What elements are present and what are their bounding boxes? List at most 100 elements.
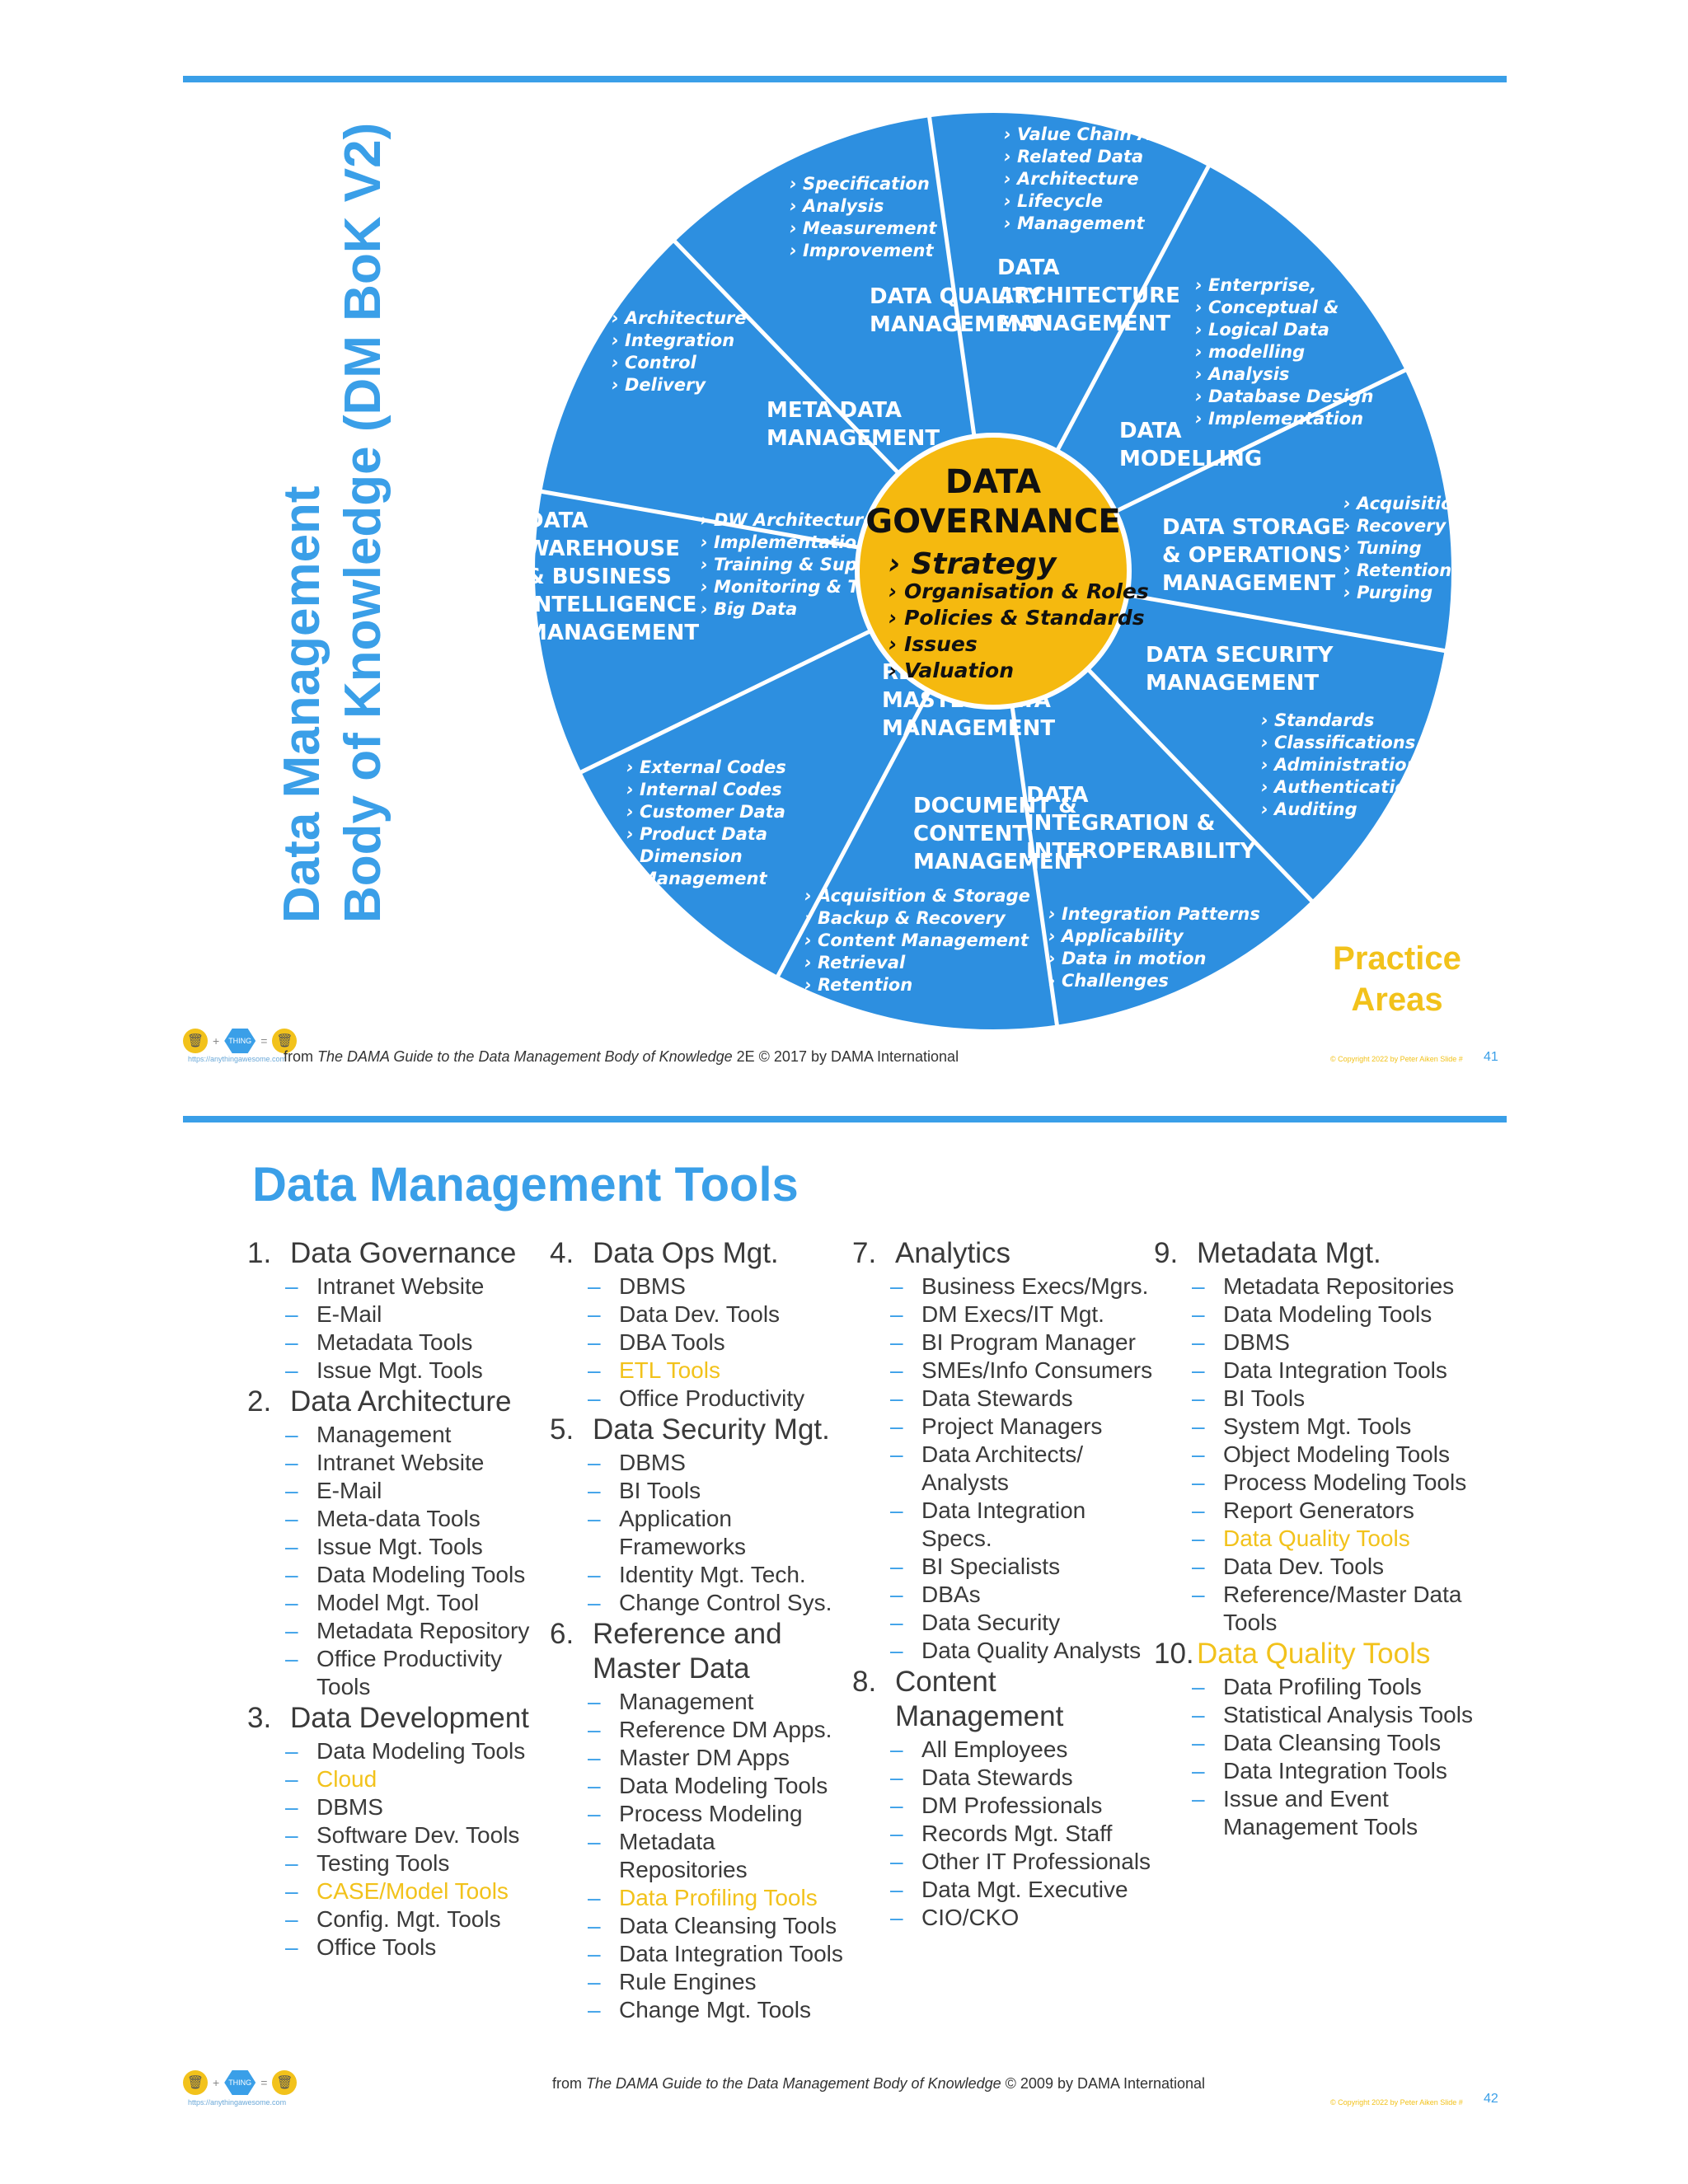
tool-category-number: 5. [550,1413,574,1446]
tool-item-text: Testing Tools [316,1850,450,1876]
dash-bullet-icon: – [588,1301,601,1327]
dash-bullet-icon: – [285,1590,298,1615]
dash-bullet-icon: – [890,1736,903,1762]
tool-item-text: Data Modeling Tools [316,1562,526,1587]
governance-circle [855,433,1132,710]
tool-category: 1.Data Governance–Intranet Website–E-Mai… [247,1236,544,1385]
tool-list-item: –Reference/Master Data Tools [1192,1581,1500,1637]
tool-list-item: –DBMS [588,1449,846,1477]
segment-title-line: DATA [526,509,588,533]
tool-category-heading: 2.Data Architecture [247,1385,544,1419]
tool-list-item: –DBA Tools [588,1329,846,1357]
tool-item-text: Data Modeling Tools [619,1773,828,1798]
tool-item-text: E-Mail [316,1301,382,1327]
tool-list-item: –BI Tools [1192,1385,1500,1413]
governance-item: › Policies & Standards [889,606,1145,630]
segment-item: › Control [612,353,697,373]
tool-category-heading: 7.Analytics [852,1236,1154,1271]
slide1-title-line2: Body of Knowledge (DM BoK V2) [335,122,392,923]
tool-item-text: Business Execs/Mgrs. [921,1273,1149,1299]
tool-list-item: –BI Tools [588,1477,846,1505]
tool-category-name: Data Architecture [290,1385,512,1418]
dash-bullet-icon: – [588,1689,601,1714]
tool-list-item: –DBMS [588,1272,846,1301]
tools-column-2: 4.Data Ops Mgt.–DBMS–Data Dev. Tools–DBA… [550,1236,846,2024]
dash-bullet-icon: – [285,1794,298,1820]
segment-item: › Retention [804,975,912,995]
dash-bullet-icon: – [1192,1554,1205,1579]
tool-list-item: –Data Quality Analysts [890,1637,1154,1665]
tool-item-text: Data Quality Analysts [921,1638,1142,1663]
tool-item-text: Data Modeling Tools [1223,1301,1432,1327]
wheel-spoke [1127,593,1448,654]
credit-title: The DAMA Guide to the Data Management Bo… [586,2075,1001,2092]
dash-bullet-icon: – [285,1478,298,1503]
tool-list-item: –Data Mgt. Executive [890,1876,1154,1904]
tool-item-text: Software Dev. Tools [316,1822,520,1848]
dash-bullet-icon: – [1192,1413,1205,1439]
tool-item-text: Rule Engines [619,1969,757,1994]
tool-item-text: Object Modeling Tools [1223,1441,1450,1467]
tool-item-text: Data Quality Tools [1223,1526,1410,1551]
wheel-spoke [774,690,931,980]
tool-list-item: –All Employees [890,1736,1154,1764]
tool-item-text: Issue and Event Management Tools [1223,1786,1418,1840]
dash-bullet-icon: – [588,1357,601,1383]
slide2-title: Data Management Tools [252,1158,799,1212]
tool-list-item: –Data Architects/ Analysts [890,1441,1154,1497]
dash-bullet-icon: – [1192,1497,1205,1523]
tool-item-text: Application Frameworks [619,1506,747,1559]
tool-list-item: –Issue Mgt. Tools [285,1357,544,1385]
dash-bullet-icon: – [1192,1357,1205,1383]
hex-logo-icon: THING [224,1029,256,1053]
segment-title-line: DATA STORAGE [1162,515,1345,540]
segment-title-line: DATA [1026,783,1089,808]
tool-item-text: Data Cleansing Tools [1223,1730,1442,1755]
dash-bullet-icon: – [1192,1674,1205,1699]
dash-bullet-icon: – [890,1793,903,1818]
tool-list-item: –Metadata Repositories [588,1828,846,1884]
dash-bullet-icon: – [890,1554,903,1579]
slide1-logo-url: https://anythingawesome.com [188,1055,287,1063]
tool-list-item: –Testing Tools [285,1849,544,1877]
tool-item-text: Data Security [921,1610,1061,1635]
tool-item-text: Issue Mgt. Tools [316,1357,483,1383]
tool-category-name: Data Quality Tools [1197,1638,1431,1670]
segment-item: › Data in motion [1048,949,1206,968]
segment-title-line: META DATA [767,398,902,423]
tools-column-3: 7.Analytics–Business Execs/Mgrs.–DM Exec… [852,1236,1154,1932]
tool-item-text: Data Integration Tools [1223,1758,1447,1783]
tool-list-item: –Issue and Event Management Tools [1192,1785,1500,1841]
tool-item-text: Data Integration Tools [619,1941,843,1966]
dash-bullet-icon: – [285,1618,298,1643]
segment-item: › Improvement [790,241,934,260]
dash-bullet-icon: – [588,1773,601,1798]
tool-category-number: 3. [247,1702,272,1734]
segment-item: › Enterprise, [1195,275,1316,295]
tool-list-item: –SMEs/Info Consumers [890,1357,1154,1385]
dash-bullet-icon: – [285,1906,298,1932]
tool-item-text: BI Tools [1223,1385,1306,1411]
slide1-vertical-title: Data Management Body of Knowledge (DM Bo… [272,123,394,923]
tool-category-heading: 4.Data Ops Mgt. [550,1236,846,1271]
tool-list-item: –Records Mgt. Staff [890,1820,1154,1848]
tool-item-text: Process Modeling Tools [1223,1469,1467,1495]
tool-item-text: Reference DM Apps. [619,1717,832,1742]
governance-item: › Organisation & Roles [889,579,1149,603]
tool-item-text: Master DM Apps [619,1745,790,1770]
segment-title-line: & BUSINESS [526,565,672,589]
tool-list-item: –Project Managers [890,1413,1154,1441]
tool-category-number: 8. [852,1666,877,1698]
tool-item-text: Other IT Professionals [921,1849,1151,1874]
tool-item-text: DBMS [619,1450,686,1475]
segment-item: › Standards [1261,710,1374,730]
tool-list-item: –Office Productivity [588,1385,846,1413]
segment-title-line: MANAGEMENT [913,850,1086,874]
segment-item: › Applicability [1048,926,1184,946]
dash-bullet-icon: – [890,1301,903,1327]
tool-item-text: CASE/Model Tools [316,1878,509,1904]
tool-list-item: –Intranet Website [285,1449,544,1477]
segment-item: › Backup & Recovery [804,908,1006,928]
segment-item: › Retrieval [804,953,906,972]
